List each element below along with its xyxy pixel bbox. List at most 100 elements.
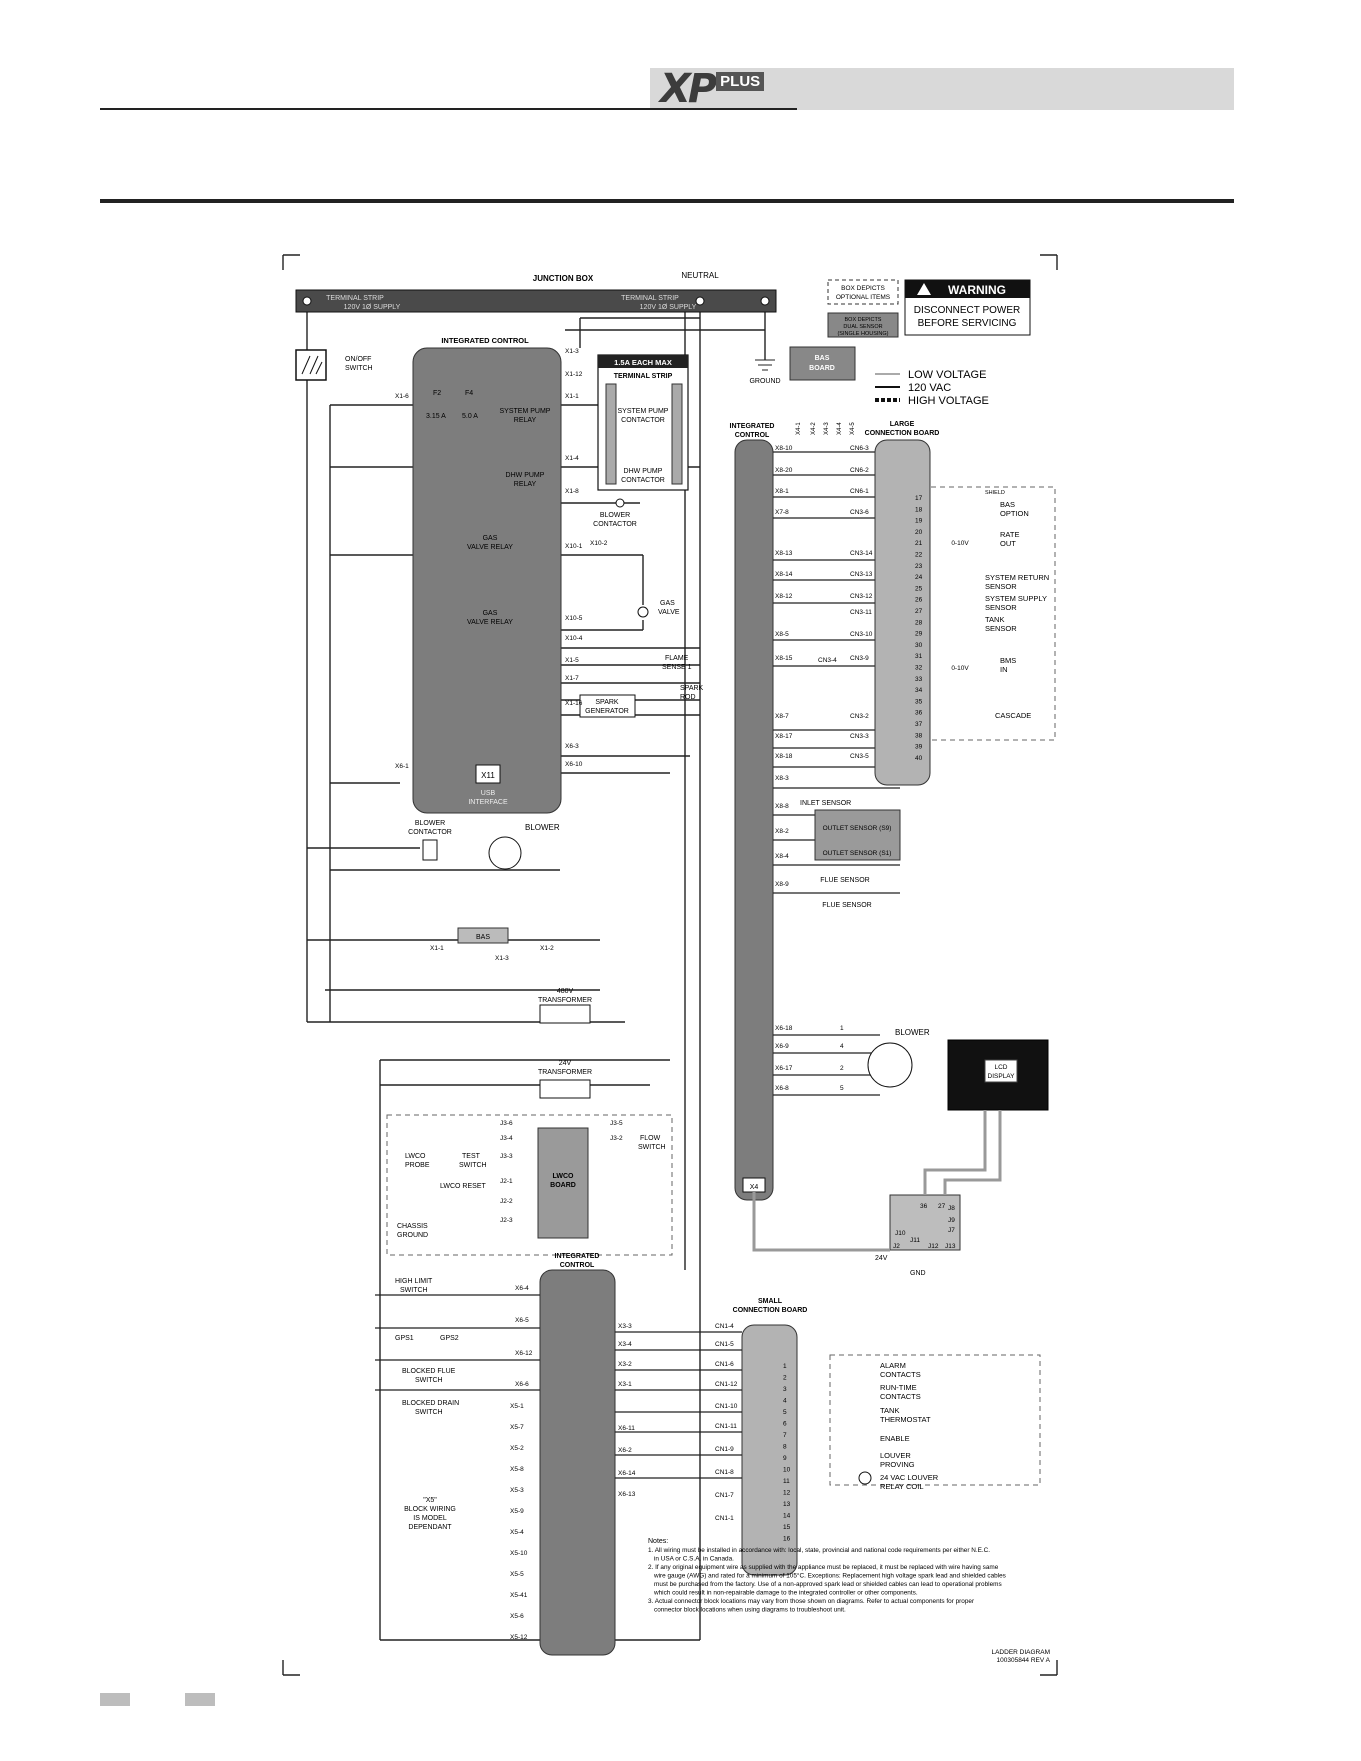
small-terminal-number: 3 <box>783 1386 787 1393</box>
lower-left-label: X5-41 <box>510 1592 528 1599</box>
high-limit-label: HIGH LIMIT <box>395 1278 433 1285</box>
lwco-board <box>537 1127 589 1239</box>
middle-pin-label: X8-10 <box>775 445 793 452</box>
brand-logo-suffix: PLUS <box>716 72 765 91</box>
lwco-pin-label: J3-3 <box>500 1153 513 1160</box>
louver-relay-label: 24 VAC LOUVER <box>880 1473 939 1482</box>
note-line: 1. All wiring must be installed in accor… <box>648 1547 990 1554</box>
lower-x3-label: X3-4 <box>618 1341 632 1348</box>
lower-x3-label: X6-11 <box>618 1425 635 1432</box>
lower-left-label: X6-5 <box>515 1317 529 1324</box>
left-pin-label: X1-1 <box>565 393 579 400</box>
spark-generator <box>579 694 636 718</box>
tank-thermostat-label: TANK <box>880 1406 899 1415</box>
lwco-pin-labels: J3-6J3-4J3-3J2-1J2-2J2-3J3-5J3-2 <box>500 1120 623 1224</box>
usb-port <box>475 764 501 784</box>
section-rule <box>100 199 1234 203</box>
warning-triangle-icon <box>917 283 931 295</box>
lcd-screen <box>984 1059 1018 1083</box>
system-pump-contactor-label: SYSTEM PUMP <box>618 408 669 415</box>
note-line: must be purchased from the factory. Use … <box>654 1581 1002 1588</box>
blocked-flue-label: BLOCKED FLUE <box>402 1368 456 1375</box>
large-terminal-number: 35 <box>915 698 923 705</box>
large-terminal-number: 39 <box>915 744 923 751</box>
small-terminal-number: 4 <box>783 1398 787 1405</box>
integrated-control-middle <box>734 439 774 1201</box>
lower-left-label: X5-10 <box>510 1550 528 1557</box>
optional-items-key <box>827 279 899 305</box>
frame-corner <box>282 1660 300 1676</box>
small-terminal-number: 6 <box>783 1421 787 1428</box>
lower-left-label: X5-1 <box>510 1403 524 1410</box>
dual-sensor-key-label: BOX DEPICTS <box>845 317 882 323</box>
flame-sense-label-sub: SENSE 1 <box>662 664 692 671</box>
fuse-f2-label: F2 <box>433 390 441 397</box>
left-pin-label: X1-3 <box>565 348 579 355</box>
middle-pin-label: X8-14 <box>775 571 793 578</box>
display-harness <box>943 1110 1002 1195</box>
lower-x3-label: X6-14 <box>618 1470 636 1477</box>
note-line: wire gauge (AWG) and rated for a minimum… <box>653 1572 1006 1580</box>
lower-x3-label: X3-1 <box>618 1381 632 1388</box>
cn-pin-label: CN3-14 <box>850 550 873 557</box>
note-line: connector block locations when using dia… <box>654 1607 846 1614</box>
bas-pin: X1-2 <box>540 945 554 952</box>
bms-in-label: BMS <box>1000 656 1016 665</box>
terminal-strip-header <box>598 355 688 368</box>
integrated-control-middle-label: INTEGRATED <box>730 423 775 430</box>
terminal-screw <box>760 296 770 306</box>
onoff-switch <box>295 349 327 381</box>
rate-out-label-sub: OUT <box>1000 539 1016 548</box>
large-terminal-number: 37 <box>915 721 923 728</box>
bas-option-label: BAS <box>1000 500 1015 509</box>
middle-pin-label: X8-18 <box>775 753 793 760</box>
bas-board-label-sub: BOARD <box>809 365 835 372</box>
brand-logo: XP PLUS <box>660 66 765 112</box>
middle-pin-label: X6-17 <box>775 1065 793 1072</box>
x5-note-2: BLOCK WIRING <box>404 1506 456 1513</box>
bms-in-range: 0-10V <box>951 665 969 672</box>
left-pin-label: X1-4 <box>565 455 579 462</box>
system-return-label: SYSTEM RETURN <box>985 573 1049 582</box>
chassis-ground-label-sub: GROUND <box>397 1232 428 1239</box>
small-board-label-sub: CONNECTION BOARD <box>733 1307 808 1314</box>
left-pin-label: X1-12 <box>565 371 583 378</box>
fuse-f2-rating: 3.15 A <box>426 413 446 420</box>
test-switch-label: TEST <box>462 1153 481 1160</box>
header-rule <box>100 108 797 110</box>
large-terminal-number: 40 <box>915 755 923 762</box>
x5-note-1: "X5" <box>423 1497 437 1504</box>
left-pin-label: X1-7 <box>565 675 579 682</box>
terminal-strip-box-sub: TERMINAL STRIP <box>614 373 673 380</box>
shield-label: SHIELD <box>985 490 1005 496</box>
left-pin-label: X10-1 <box>565 543 583 550</box>
outlet-sensor-s1-label: OUTLET SENSOR (S1) <box>823 850 892 857</box>
large-terminal-number: 27 <box>915 608 923 615</box>
dhw-pump-relay-label: DHW PUMP <box>506 472 545 479</box>
large-board-label-sub: CONNECTION BOARD <box>865 430 940 437</box>
tank-sensor-label: TANK <box>985 615 1004 624</box>
cn-pin-label: CN3-3 <box>850 733 869 740</box>
system-return-label-sub: SENSOR <box>985 582 1017 591</box>
system-supply-label-sub: SENSOR <box>985 603 1017 612</box>
gnd-label: GND <box>910 1270 926 1277</box>
blower-contactor-coil <box>615 498 625 508</box>
flame-sense-label: FLAME <box>665 655 689 662</box>
middle-pin-label: X8-12 <box>775 593 793 600</box>
cn-pin-labels: CN6-3CN6-2CN6-1CN3-6CN3-14CN3-13CN3-12CN… <box>818 445 873 760</box>
lower-left-label: X5-3 <box>510 1487 524 1494</box>
gas-valve-relay-2-label-sub: VALVE RELAY <box>467 619 513 626</box>
large-terminal-number: 17 <box>915 495 923 502</box>
small-terminal-number: 13 <box>783 1501 791 1508</box>
bas-relay <box>457 927 509 944</box>
small-cn-label: CN1-10 <box>715 1403 738 1410</box>
large-terminal-number: 25 <box>915 585 923 592</box>
test-switch-label-sub: SWITCH <box>459 1162 487 1169</box>
blower-contactor-label-sub: CONTACTOR <box>593 521 637 528</box>
middle-pin-labels: X8-10X8-20X8-1X7-8X8-13X8-14X8-12X8-5X8-… <box>775 445 793 1092</box>
lwco-pin-label: J2-2 <box>500 1198 513 1205</box>
large-terminal-number: 38 <box>915 732 923 739</box>
